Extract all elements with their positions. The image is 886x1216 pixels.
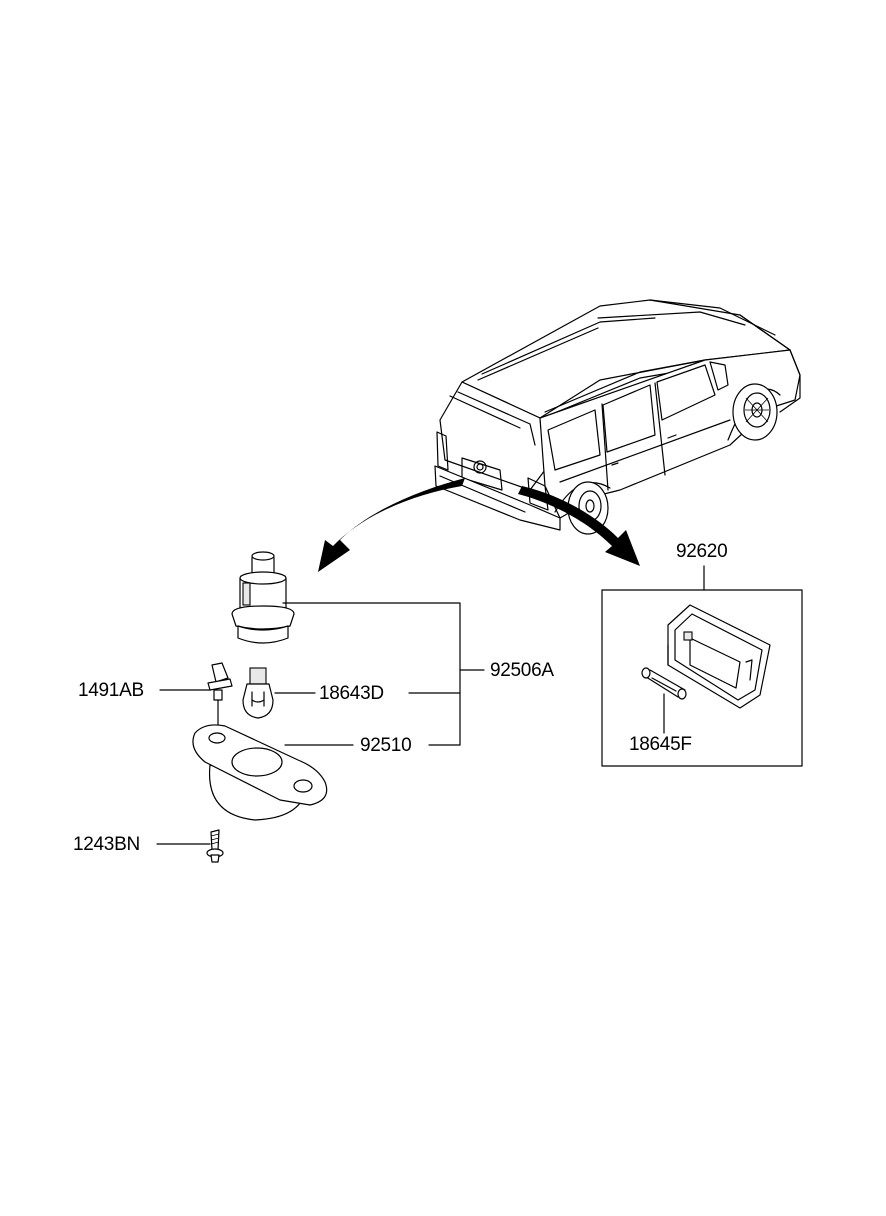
part-label-1491ab: 1491AB	[78, 680, 144, 701]
lamp-lens-icon	[667, 604, 771, 709]
bulb-socket-icon	[231, 551, 295, 644]
part-label-1243bn: 1243BN	[73, 834, 140, 855]
vehicle-illustration	[434, 299, 801, 535]
part-label-18645f: 18645F	[629, 734, 692, 755]
callout-box-92620	[601, 589, 803, 767]
leader-lines	[156, 565, 705, 845]
bulb-icon	[242, 667, 274, 719]
arrow-left-icon	[318, 478, 465, 572]
clip-icon	[207, 662, 233, 736]
part-label-18643d: 18643D	[319, 683, 384, 704]
part-label-92620: 92620	[676, 541, 728, 562]
part-label-92510: 92510	[360, 735, 412, 756]
screw-icon	[206, 829, 224, 863]
part-label-92506a: 92506A	[490, 660, 554, 681]
festoon-bulb-icon	[641, 667, 687, 700]
arrow-right-icon	[518, 486, 640, 566]
lamp-housing-icon	[192, 724, 328, 821]
